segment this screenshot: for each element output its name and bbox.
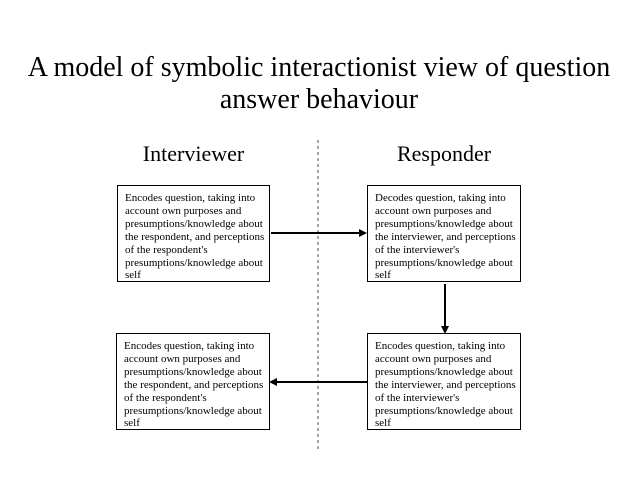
box-responder-decodes-question: Decodes question, taking into account ow… [367,185,521,282]
arrow-line-interviewer-to-responder [271,232,359,234]
arrowhead-down-icon [441,326,449,334]
column-header-interviewer: Interviewer [142,141,245,166]
box-interviewer-encodes-question: Encodes question, taking into account ow… [117,185,270,282]
arrowhead-right-icon [359,229,367,237]
slide-title-line-1: A model of symbolic interactionist view … [27,52,611,83]
column-divider-dotted-line [317,140,319,452]
arrowhead-left-icon [269,378,277,386]
column-header-responder: Responder [396,141,492,166]
box-responder-encodes-answer: Encodes question, taking into account ow… [367,333,521,430]
arrow-line-responder-to-interviewer [277,381,367,383]
arrow-line-responder-decode-to-encode [444,284,446,326]
box-interviewer-bottom: Encodes question, taking into account ow… [116,333,270,430]
slide-title-line-2: answer behaviour [219,84,419,115]
slide-title: A model of symbolic interactionist view … [0,52,638,116]
